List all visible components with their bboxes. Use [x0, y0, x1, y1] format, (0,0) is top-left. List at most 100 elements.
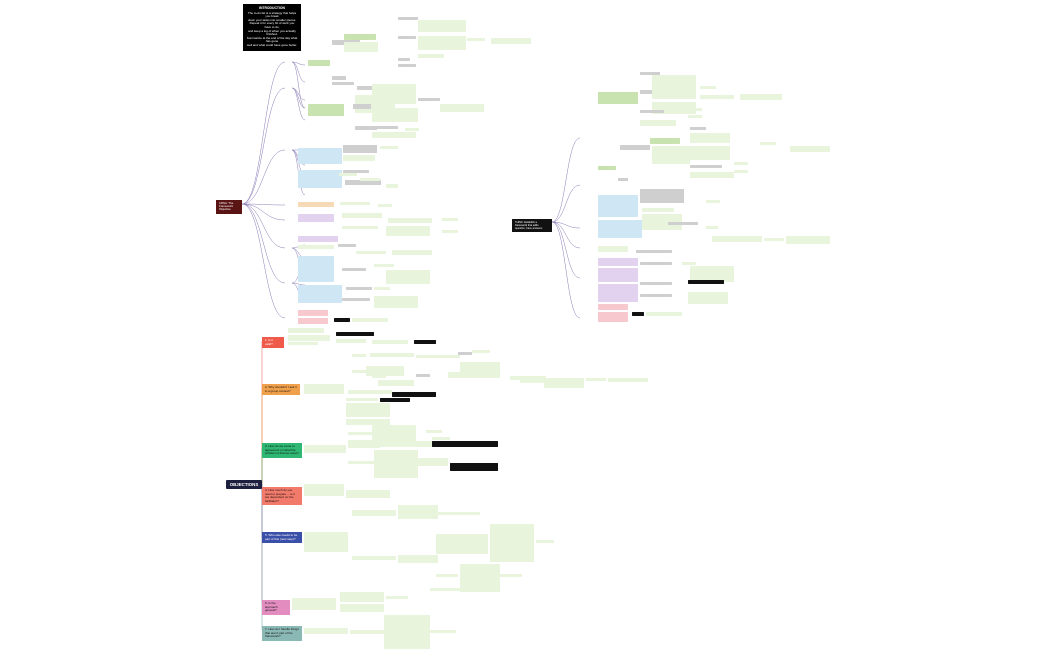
branch-node[interactable]	[418, 98, 440, 101]
branch-node[interactable]	[386, 596, 408, 599]
branch-node[interactable]	[398, 36, 416, 39]
branch-node[interactable]	[598, 166, 616, 170]
branch-node[interactable]	[374, 264, 394, 267]
branch-node[interactable]	[288, 335, 330, 341]
branch-node[interactable]	[398, 505, 438, 519]
branch-node[interactable]	[764, 238, 784, 241]
branch-node[interactable]	[418, 458, 448, 466]
branch-node[interactable]	[355, 126, 377, 130]
branch-node[interactable]	[472, 350, 490, 353]
branch-node[interactable]	[348, 461, 378, 464]
branch-node[interactable]	[378, 204, 392, 207]
branch-node[interactable]	[700, 86, 716, 89]
branch-node[interactable]	[490, 524, 534, 562]
branch-node[interactable]	[398, 555, 438, 563]
branch-node[interactable]	[640, 262, 672, 265]
branch-node[interactable]	[688, 115, 702, 118]
branch-node[interactable]	[436, 534, 488, 554]
branch-node[interactable]	[467, 38, 485, 41]
branch-node[interactable]	[640, 294, 672, 297]
branch-node[interactable]	[342, 213, 382, 218]
branch-node[interactable]	[760, 142, 776, 145]
branch-node[interactable]	[416, 355, 460, 358]
branch-node[interactable]	[618, 178, 628, 181]
branch-node[interactable]	[646, 312, 682, 316]
branch-node[interactable]	[586, 378, 606, 381]
branch-node[interactable]	[298, 318, 328, 324]
category-other-things[interactable]: 7. How do I handle things that aren't pa…	[262, 626, 302, 641]
branch-node[interactable]	[380, 146, 398, 149]
branch-node[interactable]	[491, 38, 531, 44]
branch-node[interactable]	[392, 250, 432, 255]
branch-node[interactable]	[304, 628, 348, 634]
branch-node[interactable]	[598, 258, 638, 266]
branch-node[interactable]	[298, 170, 342, 188]
branch-node[interactable]	[384, 615, 430, 649]
branch-node[interactable]	[342, 298, 370, 301]
branch-node[interactable]	[298, 202, 334, 207]
branch-node[interactable]	[353, 104, 371, 109]
branch-node[interactable]	[640, 110, 664, 113]
branch-node[interactable]	[374, 450, 418, 478]
branch-node[interactable]	[405, 128, 419, 131]
branch-node[interactable]	[734, 162, 748, 165]
branch-node[interactable]	[372, 340, 408, 344]
branch-node[interactable]	[598, 284, 638, 302]
branch-node[interactable]	[378, 380, 414, 386]
branch-node[interactable]	[308, 104, 344, 116]
branch-node[interactable]	[348, 390, 392, 394]
branch-node[interactable]	[598, 304, 628, 310]
branch-node[interactable]	[360, 178, 380, 181]
branch-node[interactable]	[343, 145, 377, 153]
category-is-it-valid[interactable]: 1. Is it valid?	[262, 337, 284, 348]
branch-node[interactable]	[438, 512, 466, 515]
branch-node[interactable]	[414, 340, 436, 344]
branch-node[interactable]	[632, 312, 644, 316]
branch-node[interactable]	[370, 353, 414, 357]
branch-node[interactable]	[346, 490, 390, 498]
branch-node[interactable]	[690, 133, 730, 143]
branch-node[interactable]	[366, 366, 404, 376]
branch-node[interactable]	[352, 556, 396, 560]
branch-node[interactable]	[344, 42, 378, 52]
branch-node[interactable]	[786, 236, 830, 244]
branch-node[interactable]	[386, 184, 398, 188]
branch-node[interactable]	[442, 230, 458, 233]
branch-node[interactable]	[598, 268, 638, 282]
branch-node[interactable]	[688, 108, 702, 111]
branch-node[interactable]	[288, 328, 324, 333]
branch-node[interactable]	[344, 34, 376, 40]
branch-node[interactable]	[350, 630, 390, 634]
branch-node[interactable]	[636, 250, 672, 253]
branch-node[interactable]	[536, 540, 554, 543]
branch-node[interactable]	[380, 398, 410, 402]
branch-node[interactable]	[690, 146, 730, 160]
branch-node[interactable]	[298, 245, 334, 249]
left-root-node[interactable]: CRNA: The Framework Objective	[216, 200, 242, 214]
branch-node[interactable]	[640, 72, 660, 75]
branch-node[interactable]	[398, 17, 418, 20]
branch-node[interactable]	[298, 214, 334, 222]
branch-node[interactable]	[378, 441, 434, 447]
branch-node[interactable]	[650, 138, 680, 144]
branch-node[interactable]	[346, 398, 378, 401]
branch-node[interactable]	[466, 512, 480, 515]
branch-node[interactable]	[458, 352, 472, 355]
branch-node[interactable]	[304, 484, 344, 496]
branch-node[interactable]	[340, 202, 370, 205]
branch-node[interactable]	[598, 220, 642, 238]
category-next-step[interactable]: 5. Who else needs to be part of this (ne…	[262, 532, 302, 543]
branch-node[interactable]	[642, 214, 682, 230]
branch-node[interactable]	[432, 441, 498, 447]
branch-node[interactable]	[700, 95, 734, 99]
branch-node[interactable]	[416, 374, 430, 377]
category-agreement[interactable]: 3. How do we come to agreement on what t…	[262, 443, 302, 458]
branch-node[interactable]	[398, 64, 416, 67]
branch-node[interactable]	[304, 532, 348, 552]
branch-node[interactable]	[298, 285, 342, 303]
branch-node[interactable]	[336, 332, 374, 336]
branch-node[interactable]	[352, 370, 366, 373]
branch-node[interactable]	[620, 145, 650, 150]
branch-node[interactable]	[608, 378, 648, 382]
branch-node[interactable]	[688, 292, 728, 304]
